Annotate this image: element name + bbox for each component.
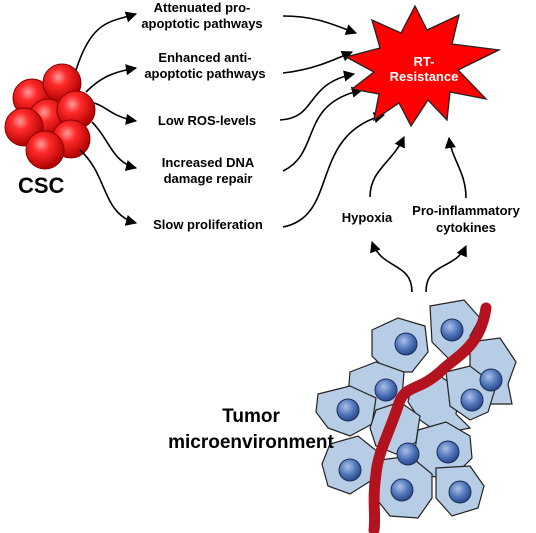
burst-label-line2: Resistance (390, 69, 459, 84)
nucleus (440, 318, 464, 342)
arrow-csc-to-pathway-4 (91, 121, 138, 171)
csc-arrows (75, 11, 138, 226)
cytokines-line1: Pro-inflammatory (412, 203, 520, 218)
tumor-label-line2: microenvironment (168, 432, 334, 453)
arrow-pathway-5-to-resistance (282, 112, 386, 228)
arrow-csc-to-pathway-3 (93, 102, 138, 125)
pathway-labels: Attenuated pro- apoptotic pathways Enhan… (141, 0, 265, 232)
nucleus (336, 398, 360, 422)
arrow-tumor-to-cytokines (425, 244, 467, 293)
nucleus (448, 480, 472, 504)
arrow-csc-to-pathway-2 (85, 64, 138, 93)
burst-shape (344, 4, 502, 128)
arrow-csc-to-pathway-1 (75, 11, 138, 71)
pathway-1-line2: apoptotic pathways (141, 16, 262, 31)
blood-vessel (368, 302, 492, 533)
hypoxia-label: Hypoxia (342, 210, 393, 225)
tumor-label-line1: Tumor (222, 406, 280, 427)
pathway-2-line1: Enhanced anti- (158, 50, 251, 65)
pathway-arrows (279, 15, 386, 228)
tumor-nuclei (336, 318, 503, 504)
nucleus (479, 368, 503, 392)
csc-label: CSC (18, 173, 65, 198)
pathway-4-line1: Increased DNA (162, 155, 255, 170)
burst-label-line1: RT- (414, 54, 435, 69)
nucleus (390, 478, 414, 502)
nucleus (374, 378, 398, 402)
arrow-pathway-2-to-resistance (282, 50, 354, 74)
arrow-pathway-4-to-resistance (282, 86, 364, 172)
nucleus (436, 440, 460, 464)
arrow-hypoxia-to-resistance (369, 135, 405, 198)
rt-resistance-burst: RT- Resistance (344, 4, 502, 128)
pathway-2-line2: apoptotic pathways (144, 66, 265, 81)
pathway-3-line1: Low ROS-levels (158, 113, 256, 128)
arrow-pathway-1-to-resistance (282, 15, 358, 35)
nucleus (460, 388, 484, 412)
nucleus (394, 332, 418, 356)
arrow-csc-to-pathway-5 (79, 149, 138, 226)
microenvironment-arrows (369, 135, 467, 293)
pathway-1-line1: Attenuated pro- (154, 0, 251, 15)
arrow-tumor-to-hypoxia (370, 240, 413, 293)
csc-cell (25, 130, 65, 170)
arrow-cytokines-to-resistance (444, 136, 467, 199)
nucleus (396, 442, 420, 466)
cytokines-line2: cytokines (436, 220, 496, 235)
pathway-4-line2: damage repair (164, 171, 253, 186)
csc-cluster (4, 63, 96, 170)
pathway-5-line1: Slow proliferation (153, 217, 263, 232)
arrow-pathway-3-to-resistance (279, 70, 356, 121)
nucleus (338, 458, 362, 482)
